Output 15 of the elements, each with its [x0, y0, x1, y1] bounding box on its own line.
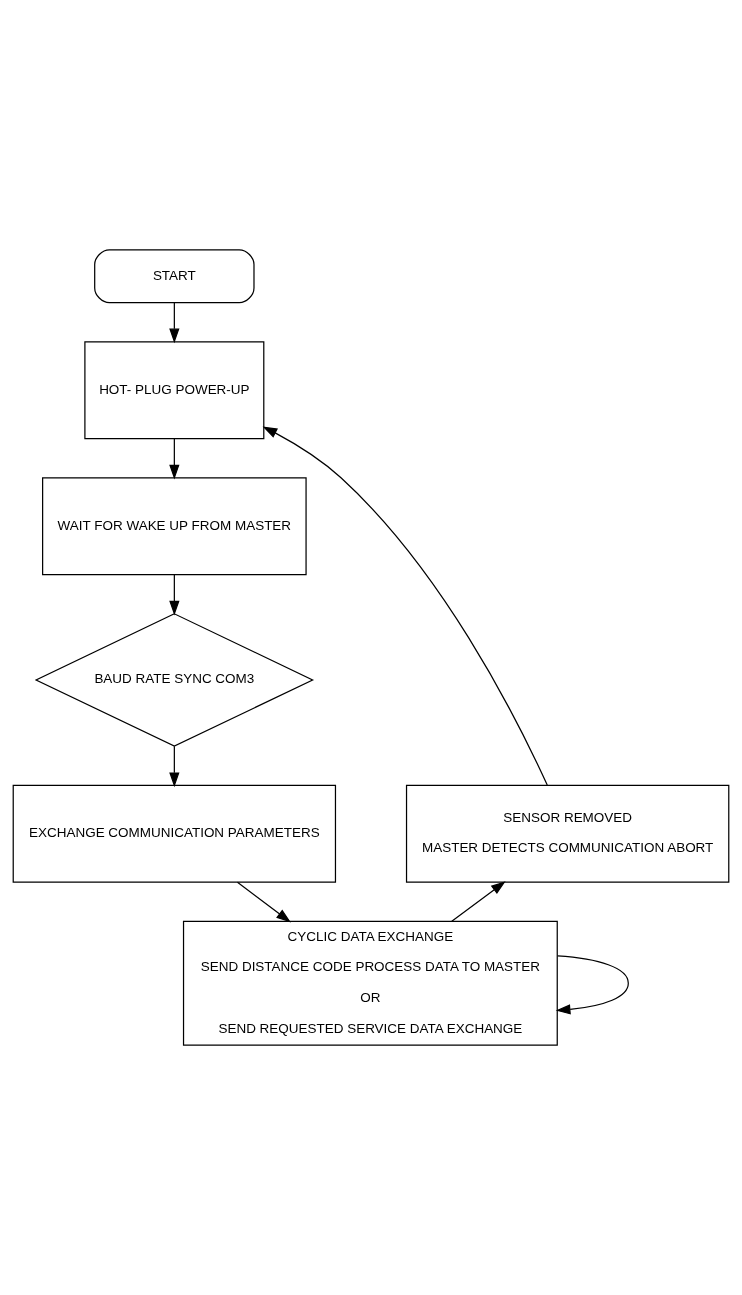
node-box: START	[94, 249, 255, 304]
node-box: EXCHANGE COMMUNICATION PARAMETERS	[12, 784, 337, 883]
node-box: CYCLIC DATA EXCHANGE SEND DISTANCE CODE PROCESS DATA TO MASTER OR SEND REQUESTED SERVICE DATA EXCHANGE	[182, 920, 558, 1046]
arrow	[236, 881, 291, 923]
arrow	[169, 574, 180, 616]
arrow	[169, 438, 180, 480]
arrow	[169, 745, 180, 788]
node-box: SENSOR REMOVED MASTER DETECTS COMMUNICATION ABORT	[405, 784, 730, 883]
arrow	[451, 881, 506, 922]
arrow	[169, 302, 180, 344]
node-box: WAIT FOR WAKE UP FROM MASTER	[42, 477, 307, 576]
arrow	[555, 955, 629, 1015]
node-box: HOT- PLUG POWER-UP	[84, 341, 265, 440]
arrow	[262, 426, 548, 786]
node-diamond: BAUD RATE SYNC COM3	[34, 613, 315, 747]
